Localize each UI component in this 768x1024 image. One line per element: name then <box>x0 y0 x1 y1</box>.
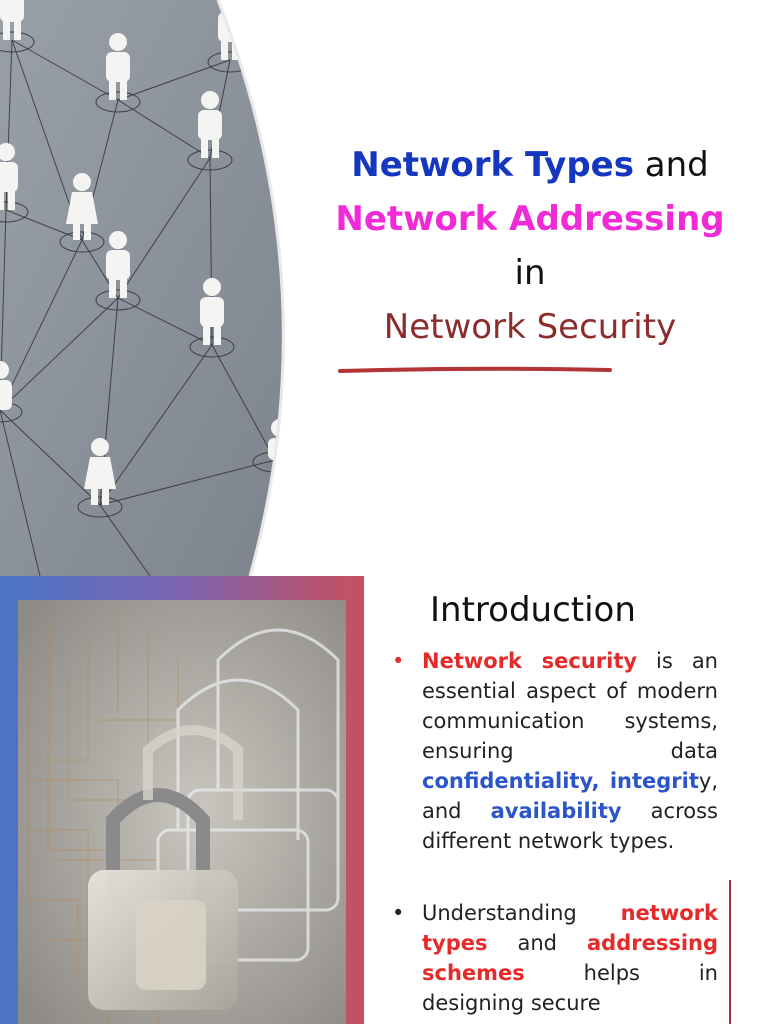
title-underline-decoration <box>338 366 612 373</box>
bullet1-highlight-network-security: Network security <box>422 649 638 673</box>
bullet2-highlight-addressing-schemes: addressing schemes <box>422 931 718 985</box>
introduction-slide: Introduction • Network security is an es… <box>0 576 768 1024</box>
bullet-item-network-security: • Network security is an essential aspec… <box>392 646 718 856</box>
bullet2-text-c: helps in designing secure <box>422 961 718 1015</box>
bullet2-text-b: and <box>487 931 587 955</box>
bullet-list: • Network security is an essential aspec… <box>392 646 718 1018</box>
bullet1-highlight-availability: availability <box>490 799 622 823</box>
bullet1-text-c: across different network types. <box>422 799 718 853</box>
bullet-dot: • <box>392 901 405 925</box>
slide-title: Network Types and Network Addressing in … <box>300 138 760 354</box>
accent-vertical-line <box>729 880 731 1024</box>
bullet2-highlight-network-types: network types <box>422 901 718 955</box>
bullet2-text-a: Understanding <box>422 901 621 925</box>
bullet-dot: • <box>392 649 405 673</box>
title-network-security: Network Security <box>383 307 677 347</box>
padlock-circuit-photo <box>18 600 346 1024</box>
bullet1-text-b: y, and <box>422 769 718 823</box>
title-and: and <box>633 145 709 185</box>
title-network-types: Network Types <box>351 145 634 185</box>
title-in: in <box>514 253 546 293</box>
title-network-addressing: Network Addressing <box>335 199 725 239</box>
title-line-1: Network Types and <box>300 138 760 192</box>
title-slide: Network Types and Network Addressing in … <box>0 0 760 576</box>
introduction-heading: Introduction <box>430 590 636 630</box>
bullet-item-understanding: • Understanding network types and addres… <box>392 898 718 1018</box>
bullet1-text-a: is an essential aspect of modern communi… <box>422 649 718 763</box>
bullet1-highlight-confidentiality: confidentiality, integrit <box>422 769 699 793</box>
network-people-photo <box>0 0 285 576</box>
